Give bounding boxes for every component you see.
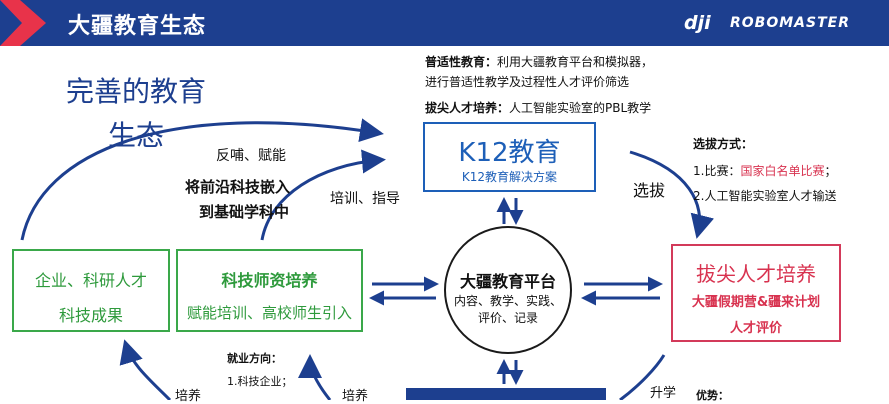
popular-note-line2: 进行普适性教学及过程性人才评价筛选 [425, 75, 630, 89]
k12-box: K12教育 K12教育解决方案 [423, 122, 596, 192]
top-talent-title: 拔尖人才培养 [696, 262, 816, 286]
embed-line1: 将前沿科技嵌入 [185, 178, 291, 196]
page-title: 大疆教育生态 [68, 14, 207, 39]
bottom-box [406, 388, 606, 400]
robomaster-logo: ROBOMASTER [730, 15, 850, 31]
selection-item1-prefix: 1.比赛： [693, 164, 741, 178]
promote-label: 升学 [650, 386, 677, 401]
header-bar: 大疆教育生态 dji ROBOMASTER [0, 0, 889, 46]
feedback-label: 反哺、赋能 [216, 148, 286, 164]
employment-title: 就业方向： [227, 351, 282, 367]
popular-text1: 利用大疆教育平台和模拟器， [497, 55, 654, 69]
elite-label: 拔尖人才培养： [425, 101, 510, 115]
top-talent-box: 拔尖人才培养 大疆假期营&疆来计划 人才评价 [671, 244, 841, 342]
selection-arc-arrow [629, 150, 714, 239]
selection-method-title: 选拔方式： [693, 133, 753, 155]
cultivate-left-arc-arrow [119, 339, 172, 400]
selection-method-title-text: 选拔方式： [693, 137, 754, 151]
embed-line2: 到基础学科中 [199, 203, 290, 221]
train-arc-arrow [260, 149, 386, 241]
eco-title-line2: 生态 [108, 119, 165, 152]
promote-arc-arrow [619, 354, 666, 400]
selection-item1-highlight: 国家白名单比赛 [740, 164, 825, 178]
teacher-line2: 赋能培训、高校师生引入 [186, 304, 352, 322]
employment-title-text: 就业方向： [227, 352, 282, 365]
advantage-title: 优势： [696, 389, 729, 403]
top-talent-line3: 人才评价 [729, 321, 782, 336]
teacher-box: 科技师资培养 赋能培训、高校师生引入 [176, 249, 363, 332]
platform-line3: 评价、记录 [477, 311, 538, 325]
popular-note-line1: 普适性教育：利用大疆教育平台和模拟器， [425, 51, 653, 73]
selection-item1-suffix: ； [824, 164, 837, 178]
selection-item1: 1.比赛：国家白名单比赛； [693, 160, 836, 182]
header-logo-icon [0, 0, 46, 46]
k12-subtitle: K12教育解决方案 [461, 170, 558, 184]
enterprise-box: 企业、科研人才 科技成果 [12, 249, 170, 332]
selection-label: 选拔 [633, 181, 666, 200]
elite-text: 人工智能实验室的PBL教学 [509, 101, 652, 115]
platform-line2: 内容、教学、实践、 [453, 294, 562, 308]
train-guide-label: 培训、指导 [330, 191, 400, 207]
enterprise-line2: 科技成果 [58, 306, 123, 325]
popular-label: 普适性教育： [425, 55, 498, 69]
eco-title-line1: 完善的教育 [66, 75, 207, 108]
enterprise-line1: 企业、科研人才 [34, 271, 147, 290]
top-talent-line2: 大疆假期营&疆来计划 [691, 295, 821, 310]
cultivate-left-label: 培养 [175, 389, 202, 404]
platform-title: 大疆教育平台 [459, 272, 556, 291]
cultivate-mid-arc-arrow [298, 354, 332, 400]
advantage-title-text: 优势： [696, 389, 729, 402]
selection-item2: 2.人工智能实验室人才输送 [693, 189, 837, 203]
dji-logo: dji [684, 12, 711, 34]
platform-circle: 大疆教育平台 内容、教学、实践、 评价、记录 [444, 226, 572, 354]
teacher-line1: 科技师资培养 [221, 271, 318, 290]
employment-item1: 1.科技企业； [227, 375, 293, 388]
elite-note: 拔尖人才培养：人工智能实验室的PBL教学 [425, 97, 651, 119]
k12-title: K12教育 [458, 138, 561, 168]
feedback-arc-arrow [20, 118, 384, 241]
cultivate-mid-label: 培养 [342, 389, 369, 404]
